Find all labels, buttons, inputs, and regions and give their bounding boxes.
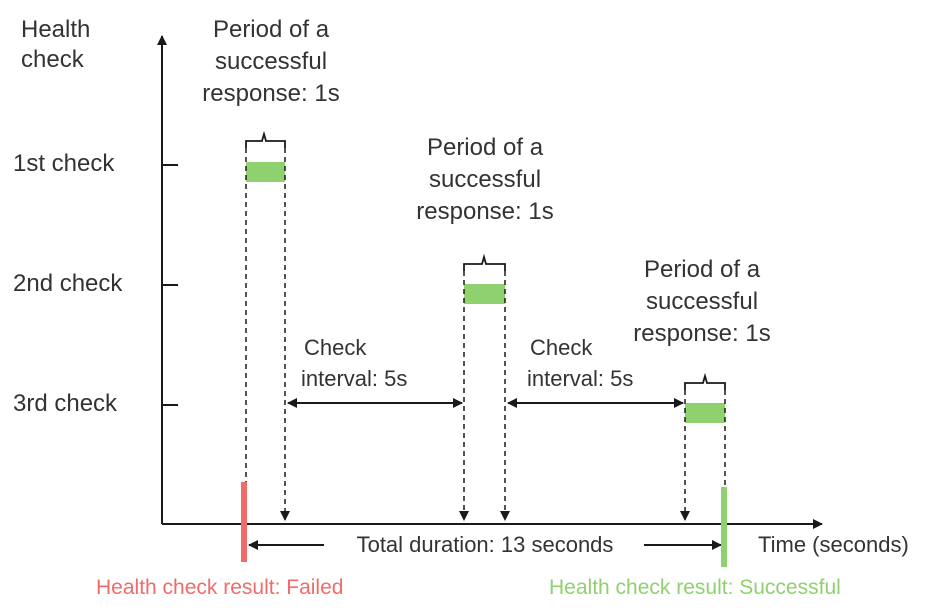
brace-3rd-check xyxy=(684,372,726,390)
brace-2nd-check xyxy=(463,253,506,271)
check-label-2nd: 2nd check xyxy=(13,270,123,297)
response-bar-2nd-check xyxy=(464,284,505,304)
check-label-3rd: 3rd check xyxy=(13,390,118,417)
interval-label-2-line-2: interval: 5s xyxy=(527,366,634,391)
period-label-2nd-line-3: response: 1s xyxy=(416,198,554,225)
period-label-2nd-line-2: successful xyxy=(428,166,542,193)
check-label-1st: 1st check xyxy=(13,150,115,177)
response-bar-1st-check xyxy=(246,162,285,182)
success-result-marker xyxy=(721,487,727,567)
result-success-label: Health check result: Successful xyxy=(549,576,841,599)
period-label-1st-line-2: successful xyxy=(214,48,328,75)
period-label-1st-line-3: response: 1s xyxy=(202,80,340,107)
period-label-2nd-line-1: Period of a xyxy=(426,134,544,161)
result-failed-label: Health check result: Failed xyxy=(96,576,344,599)
total-duration-label: Total duration: 13 seconds xyxy=(356,532,614,557)
period-label-3rd-line-2: successful xyxy=(645,288,759,315)
interval-label-2-line-1: Check xyxy=(530,335,593,360)
brace-1st-check xyxy=(245,130,286,148)
y-axis-title-line-2: check xyxy=(21,46,84,73)
interval-label-1-line-2: interval: 5s xyxy=(301,366,408,391)
period-label-1st-line-1: Period of a xyxy=(212,16,330,43)
interval-label-1-line-1: Check xyxy=(304,335,367,360)
x-axis-title: Time (seconds) xyxy=(758,532,909,557)
response-bar-3rd-check xyxy=(685,403,725,423)
y-axis-title-line-1: Health xyxy=(21,16,91,43)
failed-result-marker xyxy=(241,482,247,562)
period-label-3rd-line-3: response: 1s xyxy=(633,320,771,347)
period-label-3rd-line-1: Period of a xyxy=(643,256,761,283)
